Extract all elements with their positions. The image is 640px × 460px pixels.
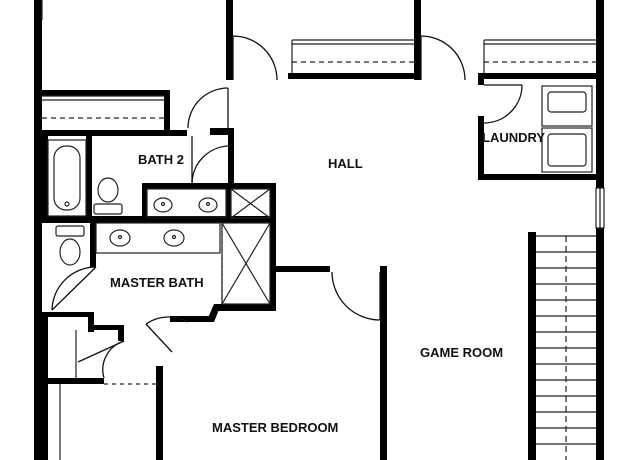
room-label-master-bedroom: MASTER BEDROOM: [212, 420, 338, 435]
doors: [51, 35, 523, 379]
toilet-master: [55, 225, 85, 266]
toilet: [93, 177, 123, 215]
room-label-bath-2: BATH 2: [138, 152, 184, 167]
walls: [34, 0, 604, 460]
bathtub: [47, 139, 87, 217]
fixtures-lines: [41, 0, 605, 460]
washer-dryer: [541, 85, 593, 173]
room-label-master-bath: MASTER BATH: [110, 275, 204, 290]
sinks: [95, 188, 227, 254]
room-label-hall: HALL: [328, 156, 363, 171]
room-label-laundry: LAUNDRY: [482, 130, 545, 145]
shower: [221, 188, 271, 305]
room-label-game-room: GAME ROOM: [420, 345, 503, 360]
stairs: [536, 235, 596, 460]
